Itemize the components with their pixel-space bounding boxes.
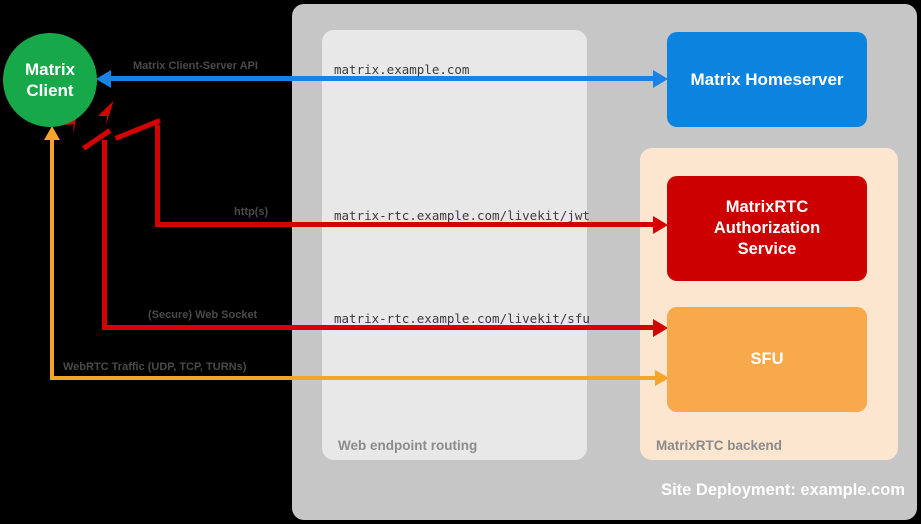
flow-livekit-sfu-horizontal	[102, 325, 658, 330]
flow-client-server-api-arrow-to-client	[96, 69, 111, 88]
node-auth-line3: Service	[737, 240, 797, 259]
flow-livekit-jwt-elbow	[155, 124, 160, 134]
web-endpoint-routing-panel	[322, 30, 587, 460]
flow-livekit-jwt-arrow-to-auth	[653, 215, 668, 234]
node-matrix-client-line2: Client	[26, 81, 74, 100]
flow-livekit-sfu-arrow-to-sfu	[653, 318, 668, 337]
label-http-s: http(s)	[234, 206, 269, 218]
endpoint-livekit-jwt: matrix-rtc.example.com/livekit/jwt	[334, 208, 590, 223]
flow-webrtc-arrow-to-client	[44, 126, 60, 140]
caption-matrixrtc-backend: MatrixRTC backend	[656, 438, 783, 453]
flow-livekit-jwt-arrow-to-client	[95, 101, 121, 127]
node-sfu-label: SFU	[750, 349, 784, 368]
node-matrix-homeserver[interactable]: Matrix Homeserver	[667, 32, 867, 127]
node-sfu[interactable]: SFU	[667, 307, 867, 412]
caption-site-deployment: Site Deployment: example.com	[661, 481, 905, 499]
flow-webrtc-horizontal	[50, 376, 660, 380]
flow-client-server-api-line	[110, 76, 658, 81]
flow-webrtc-vertical	[50, 140, 54, 378]
node-matrix-client-line1: Matrix	[24, 60, 76, 79]
label-webrtc-traffic: WebRTC Traffic (UDP, TCP, TURNs)	[63, 361, 247, 373]
node-matrixrtc-authorization-service[interactable]: MatrixRTC Authorization Service	[667, 176, 867, 281]
flow-client-server-api-arrow-to-homeserver	[653, 69, 668, 88]
node-auth-line1: MatrixRTC	[725, 197, 809, 216]
flow-livekit-sfu-vertical	[102, 140, 107, 328]
flow-webrtc-arrow-to-sfu	[655, 370, 669, 386]
flow-livekit-jwt-vertical	[155, 128, 160, 227]
flow-livekit-jwt-horizontal	[155, 222, 658, 227]
node-matrix-homeserver-label: Matrix Homeserver	[690, 69, 844, 89]
label-client-server-api: Matrix Client-Server API	[133, 60, 258, 72]
endpoint-matrix-example-com: matrix.example.com	[334, 62, 470, 77]
node-auth-line2: Authorization	[713, 218, 821, 237]
label-secure-web-socket: (Secure) Web Socket	[148, 309, 258, 321]
caption-web-endpoint-routing: Web endpoint routing	[338, 438, 478, 453]
flow-livekit-jwt-diagonal	[114, 118, 161, 141]
node-matrix-client[interactable]: Matrix Client	[3, 33, 97, 127]
endpoint-livekit-sfu: matrix-rtc.example.com/livekit/sfu	[334, 311, 590, 326]
